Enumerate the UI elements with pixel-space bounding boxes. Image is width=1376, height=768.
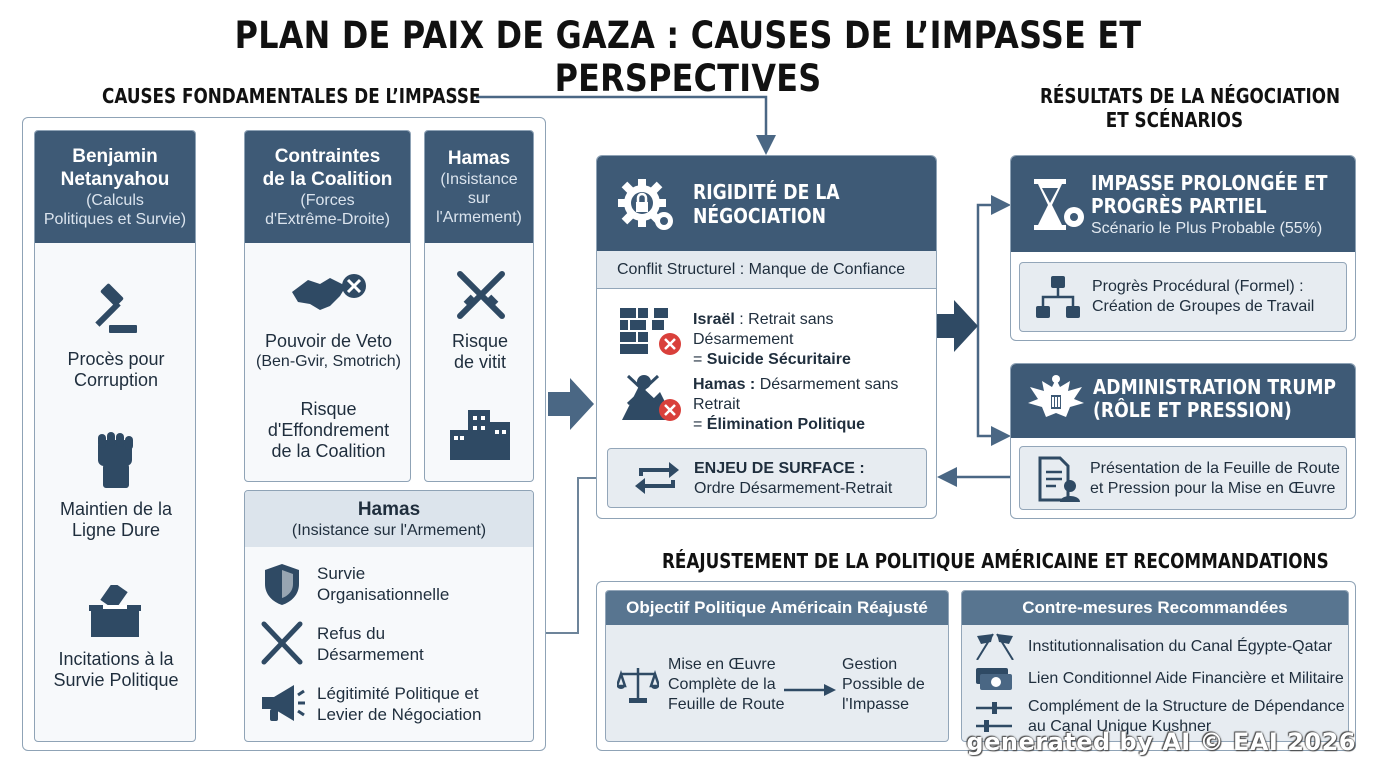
hamas-small-subtitle: (Insistance (440, 171, 518, 188)
gavel-icon (85, 281, 145, 341)
ballot-box-icon (85, 581, 145, 641)
countermeasure-item: Lien Conditionnel Aide Financière et Mil… (1028, 670, 1344, 687)
causes-section-title: CAUSES FONDAMENTALES DE L’IMPASSE (102, 84, 481, 108)
coalition-subtitle: (Forces (300, 192, 355, 209)
hamas-small-label: Risque de vitit (451, 331, 509, 372)
countermeasure-item: Complément de la Structure de Dépendance… (1028, 698, 1345, 735)
procedural-progress-text: Progrès Procédural (Formel) : Création d… (1092, 278, 1315, 315)
document-person-icon (1034, 455, 1082, 503)
objective-full-implementation: Mise en Œuvre Complète de la Feuille de … (668, 656, 785, 713)
money-stack-icon (972, 665, 1016, 695)
hamas-position: Hamas : Désarmement sans Retrait = Élimi… (693, 376, 899, 433)
trump-title: ADMINISTRATION TRUMP(RÔLE ET PRESSION) (1093, 375, 1337, 422)
eagle-seal-icon (1023, 372, 1089, 430)
hamas-small-subtitle: sur (467, 190, 491, 207)
israel-position: Israël : Retrait sans Désarmement = Suic… (693, 311, 851, 368)
netanyahou-subtitle: Politiques et Survie) (43, 211, 187, 228)
netanyahou-title: Benjamin (72, 146, 158, 167)
netanyahou-card: Benjamin Netanyahou (Calculs Politiques … (34, 130, 196, 742)
org-chart-icon (1032, 273, 1084, 321)
crossed-flags-icon (970, 631, 1020, 661)
surface-stake-text: ENJEU DE SURFACE : Ordre Désarmement-Ret… (694, 460, 893, 497)
hamas-big-card: Hamas (Insistance sur l'Armement) Survie… (244, 490, 534, 742)
coalition-subtitle: d'Extrême-Droite) (265, 211, 390, 228)
us-policy-panel: Objectif Politique Américain Réajusté Mi… (596, 581, 1356, 751)
coalition-title: de la Coalition (262, 169, 393, 190)
us-policy-section-title: RÉAJUSTEMENT DE LA POLITIQUE AMÉRICAINE … (662, 549, 1329, 573)
coalition-card: Contraintes de la Coalition (Forces d'Ex… (244, 130, 411, 482)
results-section-title: RÉSULTATS DE LA NÉGOCIATION ET SCÉNARIOS (1040, 84, 1341, 132)
hamas-small-title: Hamas (447, 148, 511, 169)
crossed-rifles-icon (259, 619, 305, 667)
objective-box: Objectif Politique Américain Réajusté Mi… (605, 590, 949, 742)
right-arrow-icon (784, 684, 836, 696)
swap-arrows-icon (632, 459, 682, 497)
hourglass-gear-icon (1027, 174, 1089, 236)
hamas-small-header: Hamas (Insistance sur l'Armement) (425, 131, 533, 243)
hamas-small-card: Hamas (Insistance sur l'Armement) Risque… (424, 130, 534, 482)
roadmap-pressure-box: Présentation de la Feuille de Route et P… (1019, 446, 1347, 510)
countermeasures-title: Contre-mesures Recommandées (962, 591, 1348, 625)
impasse-probability: Scénario le Plus Probable (55%) (1091, 220, 1323, 237)
sliders-icon (972, 699, 1016, 735)
roadmap-pressure-text: Présentation de la Feuille de Route et P… (1090, 460, 1340, 497)
shield-icon (261, 561, 303, 607)
ruined-buildings-icon (447, 403, 513, 463)
flow-arrow-icon (548, 378, 594, 430)
objective-manage-impasse: Gestion Possible de l'Impasse (842, 656, 925, 713)
hamas-big-title: Hamas (357, 499, 421, 520)
scales-icon (616, 665, 660, 705)
hamas-big-subtitle: (Insistance sur l'Armement) (291, 522, 487, 539)
coalition-title: Contraintes (274, 146, 381, 167)
trump-card: ADMINISTRATION TRUMP(RÔLE ET PRESSION) P… (1010, 363, 1356, 519)
surface-stake-box: ENJEU DE SURFACE : Ordre Désarmement-Ret… (607, 448, 927, 508)
veto-label: Pouvoir de Veto (Ben-Gvir, Smotrich) (256, 331, 401, 370)
coalition-header: Contraintes de la Coalition (Forces d'Ex… (245, 131, 410, 243)
flow-arrow-icon (936, 300, 978, 352)
netanyahou-subtitle: (Calculs (86, 192, 144, 209)
netanyahou-header: Benjamin Netanyahou (Calculs Politiques … (35, 131, 195, 243)
conflict-bar: Conflit Structurel : Manque de Confiance (597, 251, 936, 289)
objective-title: Objectif Politique Américain Réajusté (606, 591, 948, 625)
trump-header: ADMINISTRATION TRUMP(RÔLE ET PRESSION) (1011, 364, 1355, 438)
gear-lock-icon (615, 174, 677, 236)
countermeasures-box: Contre-mesures Recommandées Institutionn… (961, 590, 1349, 742)
page-title: PLAN DE PAIX DE GAZA : CAUSES DE L’IMPAS… (234, 14, 1142, 100)
netanyahou-title: Netanyahou (60, 169, 170, 190)
raised-fist-icon (85, 429, 145, 491)
procedural-progress-box: Progrès Procédural (Formel) : Création d… (1019, 262, 1347, 332)
collapse-risk-label: Risque d'Effondrement de la Coalition (267, 399, 390, 461)
watermark: generated by AI © EAI 2026 (966, 728, 1356, 756)
hamas-big-header: Hamas (Insistance sur l'Armement) (245, 491, 533, 547)
countermeasure-item: Institutionnalisation du Canal Égypte-Qa… (1028, 638, 1333, 655)
crossed-rifles-icon (453, 267, 509, 323)
broken-wall-icon (617, 306, 683, 356)
hamas-small-subtitle: l'Armement) (436, 209, 522, 226)
megaphone-icon (259, 681, 307, 725)
handshake-veto-icon (289, 271, 369, 317)
hamas-fighter-icon (617, 370, 683, 424)
